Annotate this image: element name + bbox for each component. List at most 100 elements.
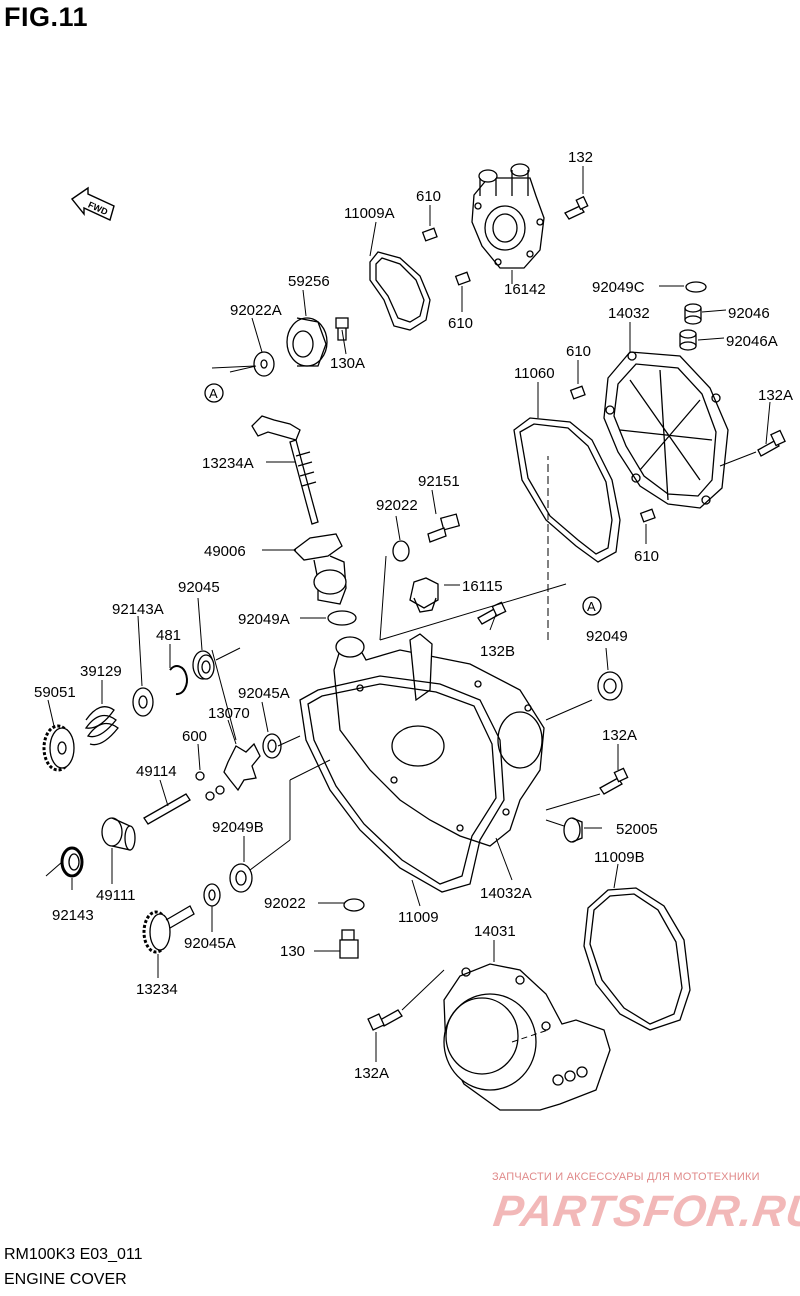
svg-text:A: A bbox=[209, 386, 218, 401]
watermark-tagline: ЗАПЧАСТИ И АКСЕССУАРЫ ДЛЯ МОТОТЕХНИКИ bbox=[492, 1171, 760, 1183]
bolt-132a bbox=[757, 429, 786, 457]
ball-600 bbox=[195, 771, 205, 781]
part-label: 610 bbox=[448, 315, 473, 332]
oil-filler-cap bbox=[409, 577, 439, 613]
part-label: 92049B bbox=[212, 819, 264, 836]
oil-seal-hole bbox=[603, 678, 617, 694]
part-label: 59051 bbox=[34, 684, 76, 701]
kick-gear-13234 bbox=[142, 905, 195, 954]
part-label: 92046A bbox=[726, 333, 778, 350]
part-label: 132B bbox=[480, 643, 515, 660]
part-label: 52005 bbox=[616, 821, 658, 838]
washer-hole bbox=[260, 359, 268, 369]
bearing-92045a bbox=[203, 883, 221, 907]
part-label: 130 bbox=[280, 943, 305, 960]
part-label: 16142 bbox=[504, 281, 546, 298]
dowel-pin bbox=[569, 385, 586, 400]
cap-92046 bbox=[684, 303, 702, 325]
part-label: 92049A bbox=[238, 611, 290, 628]
engine-cover-right bbox=[333, 633, 545, 847]
washer bbox=[392, 540, 410, 562]
part-label: 92045A bbox=[238, 685, 290, 702]
bearing-92049b bbox=[229, 863, 253, 893]
part-label: 11009A bbox=[344, 205, 395, 222]
part-label: 14031 bbox=[474, 923, 516, 940]
part-label: 11009B bbox=[594, 849, 645, 866]
part-label: 39129 bbox=[80, 663, 122, 680]
impeller-13070 bbox=[223, 742, 261, 792]
diagram-title: ENGINE COVER bbox=[4, 1271, 127, 1288]
part-label: 132A bbox=[354, 1065, 389, 1082]
clutch-cover-gasket bbox=[513, 417, 621, 563]
washer-hole bbox=[138, 695, 148, 709]
part-label: 132 bbox=[568, 149, 593, 166]
ball-600 bbox=[205, 791, 215, 801]
part-label: 600 bbox=[182, 728, 207, 745]
dowel-pin bbox=[454, 271, 471, 286]
part-label: 92049C bbox=[592, 279, 645, 296]
part-label: 13070 bbox=[208, 705, 250, 722]
diagram-code: RM100K3 E03_011 bbox=[4, 1246, 143, 1263]
part-label: 92045 bbox=[178, 579, 220, 596]
part-label: 130A bbox=[330, 355, 365, 372]
part-label: 16115 bbox=[462, 578, 503, 595]
part-label: 610 bbox=[416, 188, 441, 205]
oil-seal-92049 bbox=[597, 671, 623, 701]
cap-92049c bbox=[685, 281, 707, 293]
pump-cover-gasket bbox=[369, 251, 431, 331]
governor-assembly bbox=[293, 533, 347, 605]
part-label: 92046 bbox=[728, 305, 770, 322]
reference-mark-a: A bbox=[582, 596, 602, 616]
watermark-logo: PARTSFOR.RU bbox=[490, 1187, 800, 1236]
bolt-130a bbox=[335, 317, 349, 341]
dowel-pin bbox=[421, 227, 438, 242]
oil-seal-92143 bbox=[60, 846, 84, 878]
magneto-cover-gasket bbox=[583, 887, 691, 1031]
washer bbox=[253, 351, 275, 377]
bolt-132a bbox=[599, 767, 629, 795]
bearing-92045a bbox=[262, 733, 282, 759]
dowel-pin bbox=[639, 508, 656, 523]
impeller bbox=[286, 317, 328, 367]
washer-92143a bbox=[132, 687, 154, 717]
plug-52005 bbox=[563, 817, 583, 843]
reference-mark-a: A bbox=[204, 383, 224, 403]
washer bbox=[343, 898, 365, 912]
gear-59051 bbox=[42, 724, 75, 772]
part-label: 13234 bbox=[136, 981, 178, 998]
part-label: 11009 bbox=[398, 909, 439, 926]
spring-39129 bbox=[84, 706, 119, 746]
bolt-132a bbox=[367, 1009, 403, 1031]
part-label: 49114 bbox=[136, 763, 177, 780]
engine-cover-gasket bbox=[299, 675, 505, 893]
leader-lines bbox=[45, 166, 771, 1062]
part-label: 92022 bbox=[376, 497, 418, 514]
ball-600 bbox=[215, 785, 225, 795]
part-label: 49111 bbox=[96, 887, 136, 904]
svg-text:A: A bbox=[587, 599, 596, 614]
circlip-481 bbox=[169, 665, 188, 696]
part-label: 14032 bbox=[608, 305, 650, 322]
part-label: 92045A bbox=[184, 935, 236, 952]
governor-49111 bbox=[101, 817, 136, 851]
kick-lever-shaft bbox=[251, 415, 319, 525]
part-label: 132A bbox=[758, 387, 793, 404]
cap-92046a bbox=[679, 329, 697, 351]
oil-seal-92045 bbox=[192, 650, 215, 680]
bolt-132b bbox=[477, 601, 507, 625]
part-label: 481 bbox=[156, 627, 181, 644]
part-label: 92151 bbox=[418, 473, 460, 490]
shaft-49114 bbox=[143, 793, 191, 825]
part-label: 11060 bbox=[514, 365, 555, 382]
part-label: 59256 bbox=[288, 273, 330, 290]
part-label: 14032A bbox=[480, 885, 532, 902]
bolt-130 bbox=[339, 929, 359, 959]
figure-title: FIG.11 bbox=[4, 2, 89, 32]
part-label: 92049 bbox=[586, 628, 628, 645]
part-label: 132A bbox=[602, 727, 637, 744]
clutch-cover-inner bbox=[603, 351, 729, 509]
seal-92049a bbox=[327, 610, 357, 626]
part-label: 92143 bbox=[52, 907, 94, 924]
water-pump-housing bbox=[471, 163, 545, 269]
